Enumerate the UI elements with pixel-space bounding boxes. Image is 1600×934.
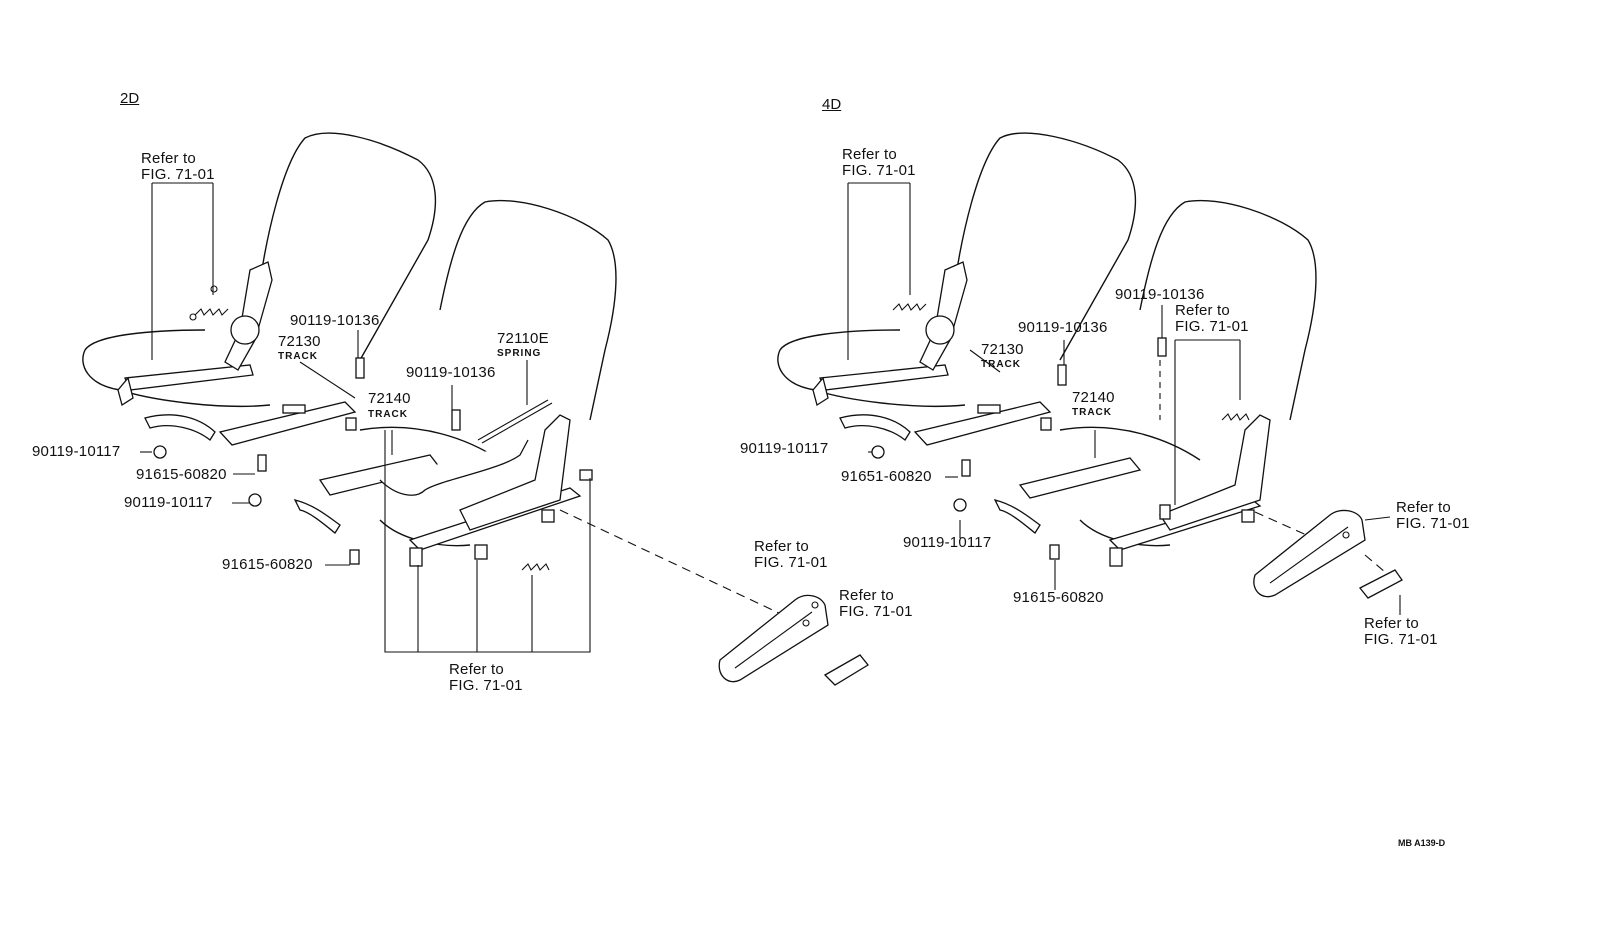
- track-sub-label: TRACK: [1072, 407, 1112, 418]
- armrest-right: [1253, 509, 1403, 615]
- part-number-72130: 72130: [278, 333, 321, 350]
- part-number-90119-10117: 90119-10117: [903, 534, 992, 551]
- bolts-right: [871, 337, 1167, 560]
- refer-line2: FIG. 71-01: [1175, 318, 1249, 335]
- refer-label-left-lever: Refer to FIG. 71-01: [839, 588, 913, 620]
- refer-line2: FIG. 71-01: [141, 166, 215, 183]
- refer-line1: Refer to: [1175, 302, 1230, 319]
- variant-label-4d: 4D: [822, 96, 842, 113]
- variant-label-2d: 2D: [120, 90, 140, 107]
- part-number-90119-10117: 90119-10117: [32, 443, 121, 460]
- spring-left-top: [189, 285, 229, 321]
- track-72130-right: [812, 261, 1052, 446]
- part-number-72110e: 72110E: [497, 330, 549, 347]
- spring-72110e-left: [477, 399, 553, 444]
- spring-left-bottom: [521, 563, 550, 571]
- part-number-72140: 72140: [1072, 389, 1115, 406]
- part-number-90119-10117: 90119-10117: [124, 494, 213, 511]
- refer-label-right-top: Refer to FIG. 71-01: [842, 147, 916, 179]
- track-72130-left: [117, 261, 357, 446]
- refer-line1: Refer to: [141, 150, 196, 167]
- refer-line2: FIG. 71-01: [839, 603, 913, 620]
- refer-label-left-bottom: Refer to FIG. 71-01: [449, 662, 523, 694]
- refer-line1: Refer to: [1396, 499, 1451, 516]
- track-sub-label: TRACK: [368, 409, 408, 420]
- part-number-72130: 72130: [981, 341, 1024, 358]
- spring-right-side: [1221, 413, 1250, 421]
- refer-line2: FIG. 71-01: [449, 677, 523, 694]
- part-number-90119-10136: 90119-10136: [406, 364, 496, 381]
- refer-line2: FIG. 71-01: [842, 162, 916, 179]
- seat-right-front: [1059, 199, 1317, 547]
- part-number-91615-60820: 91615-60820: [222, 556, 313, 573]
- refer-label-right-upper: Refer to FIG. 71-01: [1175, 303, 1249, 335]
- spring-right-top: [892, 303, 927, 311]
- part-number-91615-60820: 91615-60820: [136, 466, 227, 483]
- refer-line1: Refer to: [449, 661, 504, 678]
- refer-line1: Refer to: [839, 587, 894, 604]
- part-number-90119-10136: 90119-10136: [1115, 286, 1205, 303]
- track-sub-label: TRACK: [981, 359, 1021, 370]
- refer-label-right-armrest: Refer to FIG. 71-01: [1396, 500, 1470, 532]
- part-number-90119-10136: 90119-10136: [1018, 319, 1108, 336]
- part-number-90119-10117: 90119-10117: [740, 440, 829, 457]
- refer-line2: FIG. 71-01: [1364, 631, 1438, 648]
- bolts-left: [153, 357, 461, 565]
- part-number-91615-60820: 91615-60820: [1013, 589, 1104, 606]
- leader-lines-left: [140, 182, 799, 653]
- track-72140-right: [993, 414, 1271, 567]
- spring-sub-label: SPRING: [497, 348, 542, 359]
- refer-line1: Refer to: [1364, 615, 1419, 632]
- track-72140-left: [293, 414, 593, 567]
- part-number-91651-60820: 91651-60820: [841, 468, 932, 485]
- part-number-90119-10136: 90119-10136: [290, 312, 380, 329]
- refer-label-left-armrest: Refer to FIG. 71-01: [754, 539, 828, 571]
- refer-line1: Refer to: [842, 146, 897, 163]
- leader-lines-right: [847, 182, 1386, 590]
- track-sub-label: TRACK: [278, 351, 318, 362]
- drawing-code: MB A139-D: [1398, 838, 1446, 848]
- refer-line2: FIG. 71-01: [1396, 515, 1470, 532]
- refer-label-left-top: Refer to FIG. 71-01: [141, 151, 215, 183]
- refer-label-right-lever: Refer to FIG. 71-01: [1364, 616, 1438, 648]
- refer-line2: FIG. 71-01: [754, 554, 828, 571]
- part-number-72140: 72140: [368, 390, 411, 407]
- refer-line1: Refer to: [754, 538, 809, 555]
- armrest-left: [718, 594, 869, 686]
